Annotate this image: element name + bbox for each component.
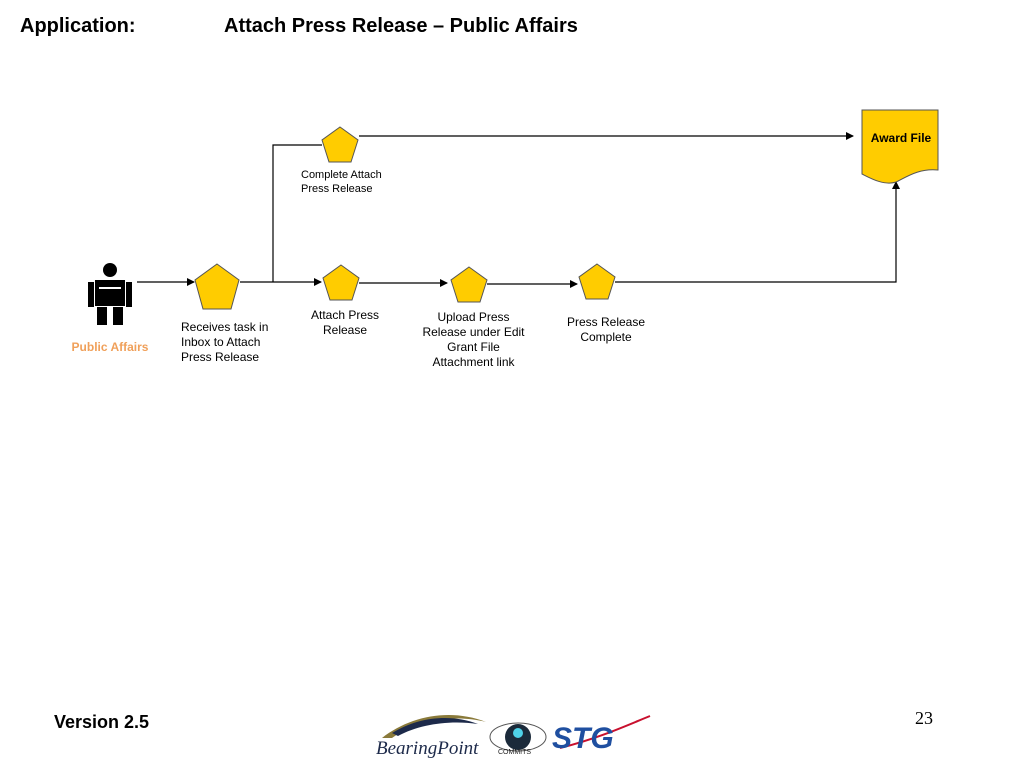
node-complete-attach bbox=[321, 126, 359, 163]
node-upload bbox=[450, 266, 488, 303]
stg-logo: STG bbox=[552, 715, 651, 755]
stg-wordmark: STG bbox=[552, 722, 614, 755]
edge-branch-complete bbox=[272, 144, 322, 282]
actor-label: Public Affairs bbox=[71, 340, 149, 354]
node-attach-label: Attach Press Release bbox=[310, 308, 380, 337]
page-number: 23 bbox=[915, 708, 933, 728]
node-upload-label: Upload Press Release under Edit Grant Fi… bbox=[422, 310, 525, 369]
bearingpoint-wordmark: BearingPoint bbox=[376, 738, 479, 759]
edge-complete-award-up bbox=[615, 181, 900, 283]
node-release-complete-label: Press Release Complete bbox=[566, 315, 646, 344]
commits-logo: COMMITS bbox=[489, 722, 547, 756]
node-receive bbox=[194, 263, 240, 310]
node-release-complete bbox=[578, 263, 616, 300]
person-icon bbox=[88, 263, 132, 325]
bearingpoint-logo: BearingPoint bbox=[376, 715, 486, 759]
version-label: Version 2.5 bbox=[54, 712, 150, 732]
app-label: Application: bbox=[20, 15, 136, 37]
node-attach bbox=[322, 264, 360, 301]
node-complete-attach-label: Complete Attach Press Release bbox=[301, 169, 382, 195]
document-award-file bbox=[861, 109, 939, 184]
page-title: Attach Press Release – Public Affairs bbox=[224, 15, 578, 37]
commits-wordmark: COMMITS bbox=[498, 749, 531, 756]
award-file-label: Award File bbox=[870, 131, 932, 145]
node-receive-label: Receives task in Inbox to Attach Press R… bbox=[181, 320, 269, 364]
